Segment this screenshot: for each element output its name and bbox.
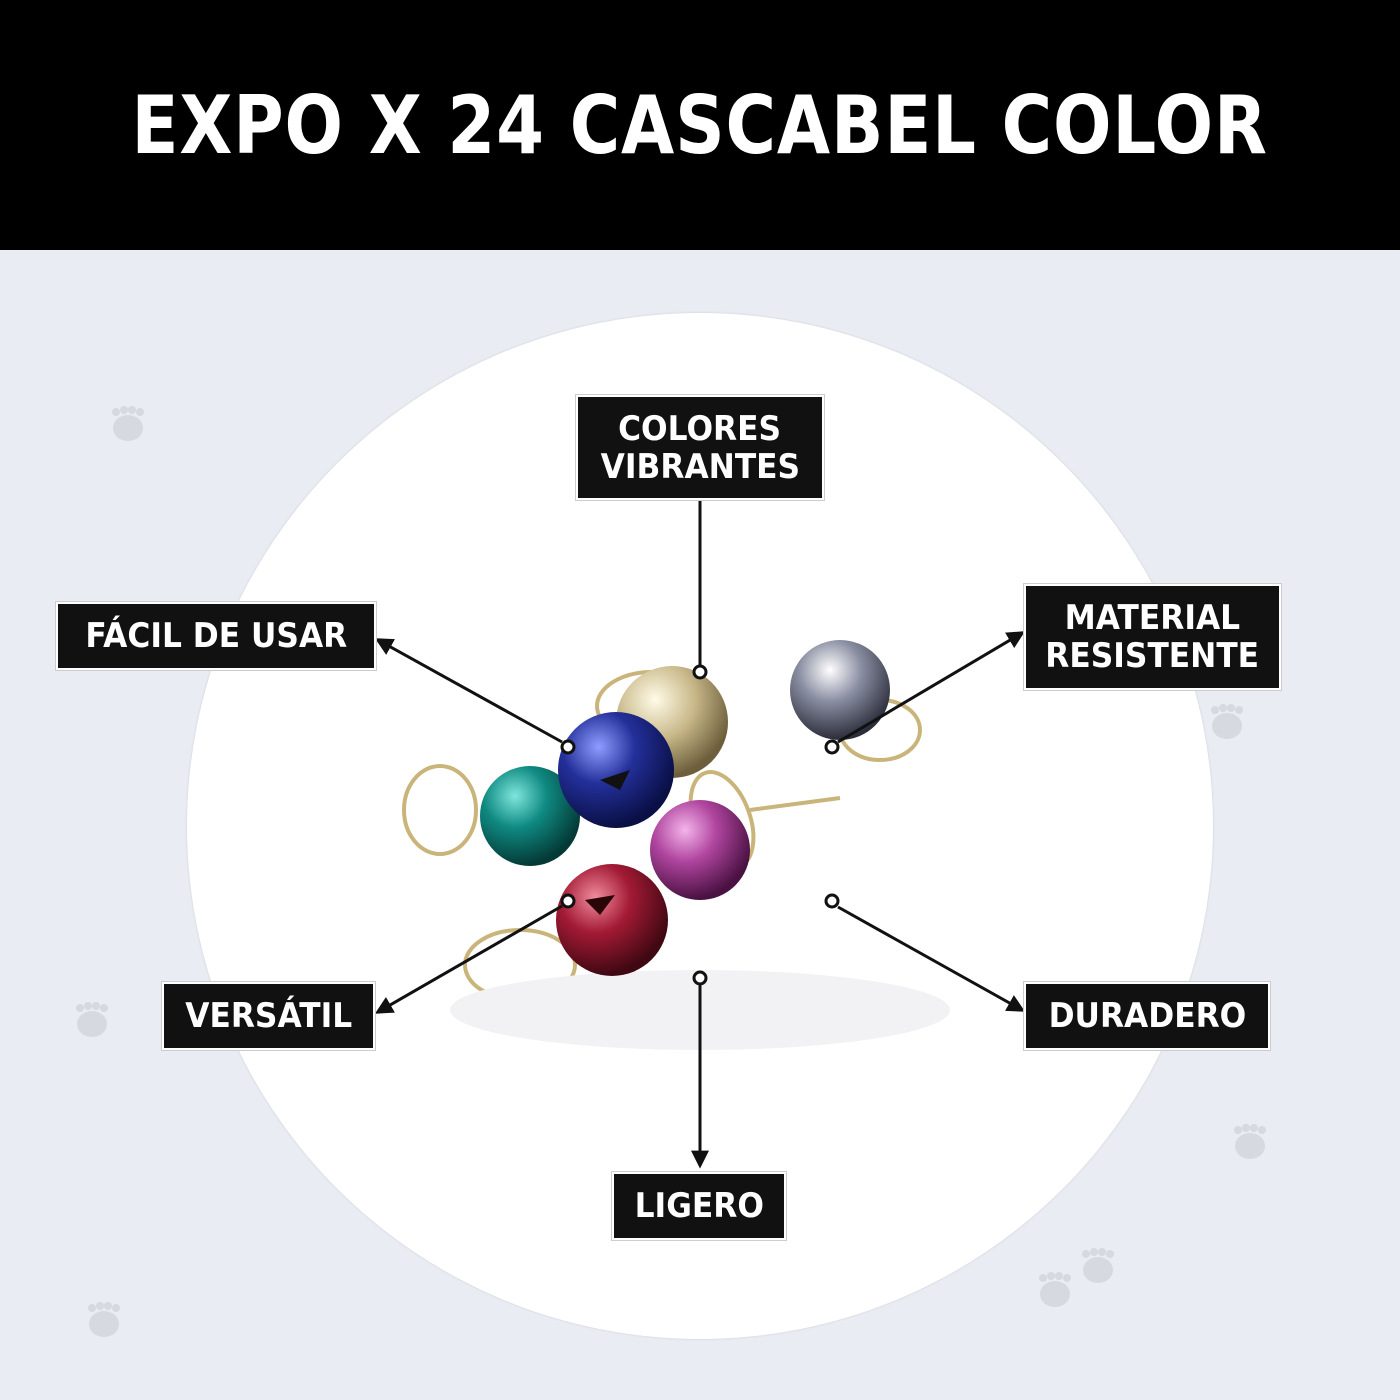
callout-text: COLORES xyxy=(618,408,782,449)
paw-print-icon xyxy=(1234,1124,1266,1159)
callout-text: LIGERO xyxy=(634,1186,764,1226)
callout-text: RESISTENTE xyxy=(1045,636,1260,676)
callout-text: VIBRANTES xyxy=(600,446,800,487)
paw-print-icon xyxy=(1039,1272,1071,1307)
callout-versatil: VERSÁTIL xyxy=(161,981,376,1051)
page-title: EXPO X 24 CASCABEL COLOR xyxy=(131,78,1269,172)
callout-duradero: DURADERO xyxy=(1023,981,1271,1051)
callout-text: DURADERO xyxy=(1048,996,1246,1036)
callout-ligero: LIGERO xyxy=(611,1171,787,1241)
callout-facil-de-usar: FÁCIL DE USAR xyxy=(55,601,377,671)
paw-print-icon xyxy=(1211,704,1243,739)
callout-colores-vibrantes: COLORES VIBRANTES xyxy=(575,394,825,501)
header-banner: EXPO X 24 CASCABEL COLOR xyxy=(0,0,1400,250)
callout-text: VERSÁTIL xyxy=(185,996,352,1036)
paw-print-icon xyxy=(112,406,144,441)
callout-material-resistente: MATERIAL RESISTENTE xyxy=(1023,583,1282,691)
paw-print-icon xyxy=(76,1002,108,1037)
paw-print-icon xyxy=(88,1302,120,1337)
paw-print-icon xyxy=(1082,1248,1114,1283)
callout-text: FÁCIL DE USAR xyxy=(85,616,347,656)
callout-text: MATERIAL xyxy=(1064,598,1241,638)
